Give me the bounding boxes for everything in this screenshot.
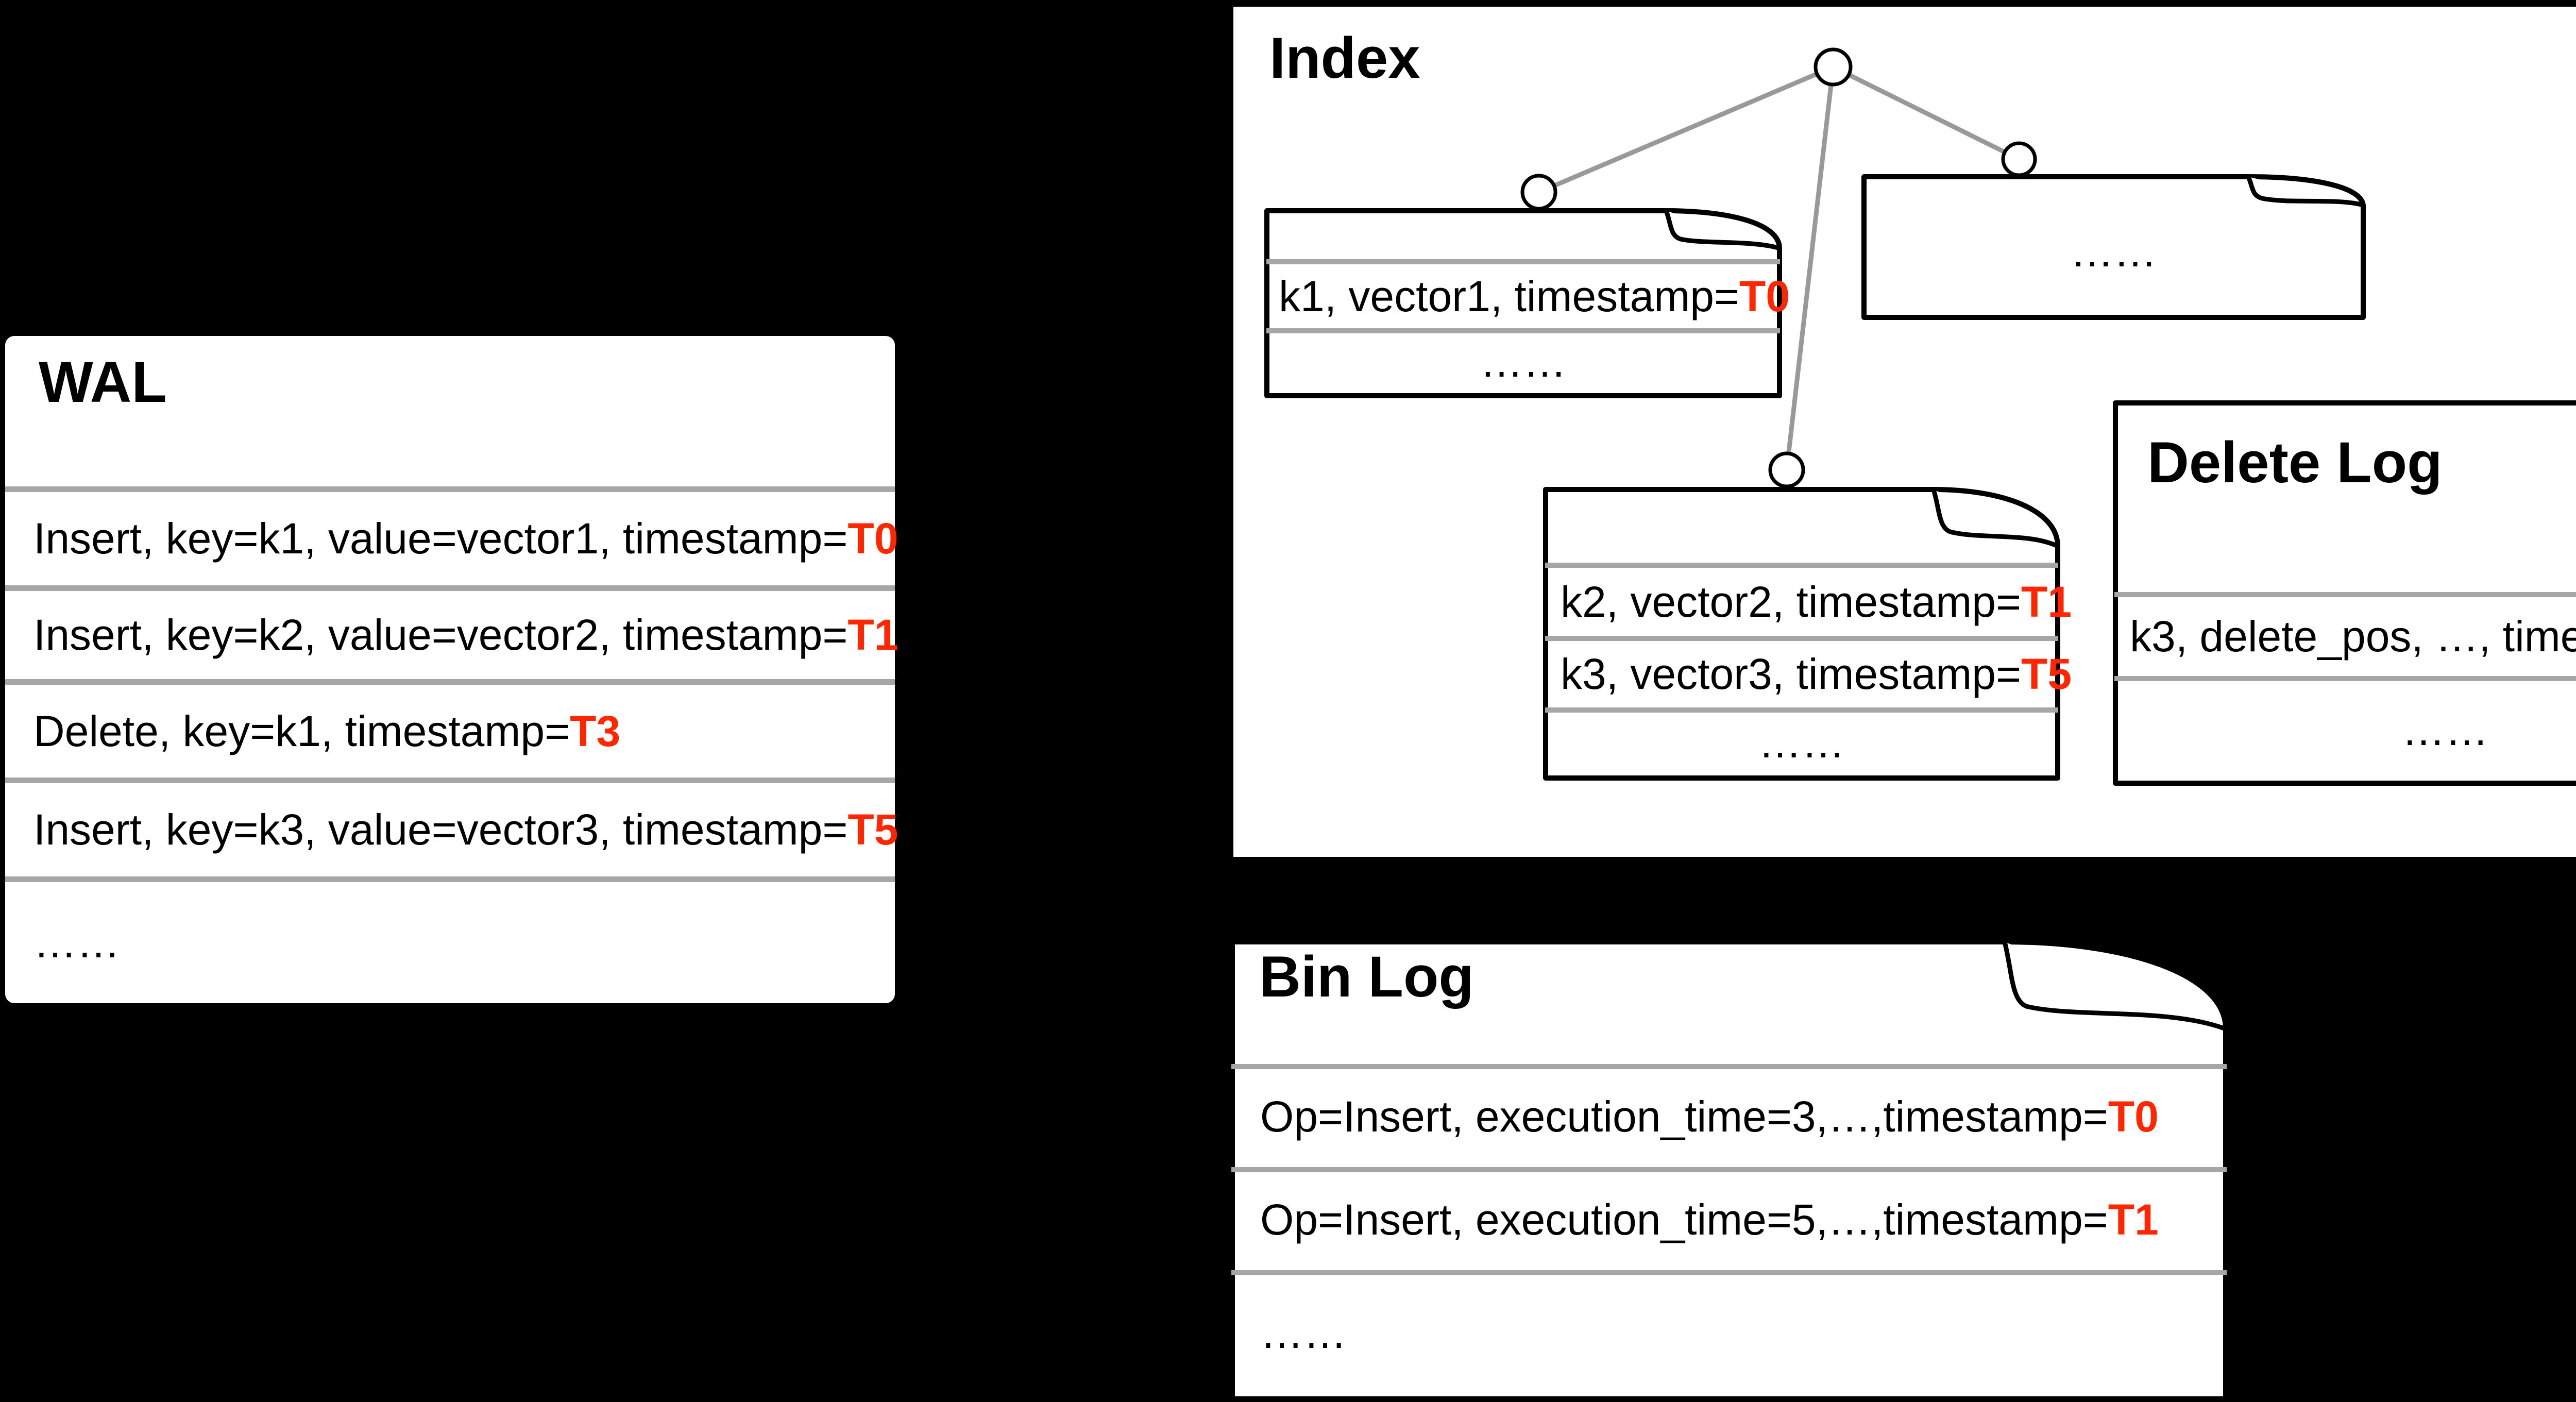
file-separator	[1266, 328, 1780, 333]
wal-row-ellipsis: ……	[5, 882, 895, 1003]
wal-row: Insert, key=k1, value=vector1, timestamp…	[5, 492, 899, 585]
segment-row-ellipsis: ……	[1264, 331, 1782, 393]
wal-separator	[5, 486, 895, 492]
bin-log-row: Op=Insert, execution_time=3,…,timestamp=…	[1229, 1067, 2229, 1167]
ellipsis-text: ……	[1758, 718, 1845, 767]
segment-row: k1, vector1, timestamp=T0	[1264, 262, 1790, 331]
timestamp-value: T0	[848, 514, 899, 563]
file-separator	[2114, 592, 2576, 597]
document-shape	[1543, 487, 2060, 781]
file-separator	[1231, 1167, 2227, 1172]
index-title: Index	[1269, 26, 1420, 90]
file-separator	[1545, 707, 2058, 713]
wal-title: WAL	[39, 350, 167, 414]
ellipsis-text: ……	[1480, 337, 1567, 386]
file-separator	[1266, 259, 1780, 264]
wal-separator	[5, 679, 895, 685]
delete-log-row-text: k3, delete_pos, …, timestamp=	[2130, 612, 2576, 661]
wal-row: Delete, key=k1, timestamp=T3	[5, 685, 895, 778]
segment-row-ellipsis: ……	[1543, 710, 2060, 775]
wal-row: Insert, key=k3, value=vector3, timestamp…	[5, 783, 899, 876]
bin-log-row-text: Op=Insert, execution_time=3,…,timestamp=	[1260, 1092, 2108, 1141]
bin-log-row: Op=Insert, execution_time=5,…,timestamp=…	[1229, 1170, 2229, 1270]
wal-row: Insert, key=k2, value=vector2, timestamp…	[5, 591, 899, 679]
document-shape	[1264, 208, 1782, 398]
ellipsis-text: ……	[1260, 1309, 1347, 1358]
wal-row-text: Insert, key=k1, value=vector1, timestamp…	[33, 514, 848, 563]
segment-row: k3, vector3, timestamp=T5	[1543, 638, 2072, 710]
delete-log-file: Delete Log k3, delete_pos, …, timestamp=…	[2112, 400, 2576, 786]
bin-log-row-text: Op=Insert, execution_time=5,…,timestamp=	[1260, 1195, 2108, 1244]
segment-row: k2, vector2, timestamp=T1	[1543, 565, 2072, 638]
wal-row-text: Insert, key=k2, value=vector2, timestamp…	[33, 611, 848, 660]
ellipsis-text: ……	[2402, 705, 2488, 754]
index-segment-file-k1: k1, vector1, timestamp=T0 ……	[1264, 208, 1790, 398]
ellipsis-text: ……	[33, 918, 120, 967]
timestamp-value: T5	[848, 805, 899, 854]
wal-separator	[5, 876, 895, 882]
segment-row-text: k1, vector1, timestamp=	[1279, 272, 1740, 320]
document-shape	[1861, 174, 2366, 320]
timestamp-value: T1	[2108, 1195, 2159, 1244]
file-separator	[1231, 1064, 2227, 1069]
file-separator	[1545, 636, 2058, 641]
index-segment-file-more: ……	[1861, 174, 2366, 320]
folded-corner-icon	[2246, 176, 2364, 208]
folded-corner-icon	[2002, 941, 2227, 1032]
delete-log-title: Delete Log	[2147, 430, 2443, 495]
folded-corner-icon	[1931, 488, 2059, 549]
delete-log-row: k3, delete_pos, …, timestamp=T3	[2112, 595, 2576, 679]
timestamp-value: T5	[2021, 650, 2072, 699]
timestamp-value: T0	[2108, 1092, 2159, 1141]
segment-row-ellipsis: ……	[1861, 190, 2366, 313]
bin-log-file: Bin Log Op=Insert, execution_time=3,…,ti…	[1229, 939, 2229, 1402]
ellipsis-text: ……	[2070, 227, 2157, 276]
timestamp-value: T1	[848, 611, 899, 660]
file-separator	[1545, 563, 2058, 568]
file-separator	[2114, 676, 2576, 681]
index-segment-file-k2k3: k2, vector2, timestamp=T1 k3, vector3, t…	[1543, 487, 2072, 781]
wal-row-text: Insert, key=k3, value=vector3, timestamp…	[33, 805, 848, 854]
folded-corner-icon	[1664, 210, 1781, 251]
wal-separator	[5, 585, 895, 591]
bin-log-title: Bin Log	[1259, 944, 1474, 1009]
timestamp-value: T0	[1739, 272, 1790, 320]
wal-panel: WAL Insert, key=k1, value=vector1, times…	[5, 336, 899, 1003]
delete-log-row-ellipsis: ……	[2112, 679, 2576, 782]
timestamp-value: T1	[2021, 577, 2072, 626]
wal-separator	[5, 778, 895, 783]
segment-row-text: k3, vector3, timestamp=	[1561, 650, 2022, 699]
bin-log-row-ellipsis: ……	[1229, 1273, 2229, 1394]
segment-row-text: k2, vector2, timestamp=	[1561, 577, 2022, 626]
file-separator	[1231, 1270, 2227, 1275]
timestamp-value: T3	[570, 706, 621, 755]
wal-row-text: Delete, key=k1, timestamp=	[33, 706, 570, 755]
